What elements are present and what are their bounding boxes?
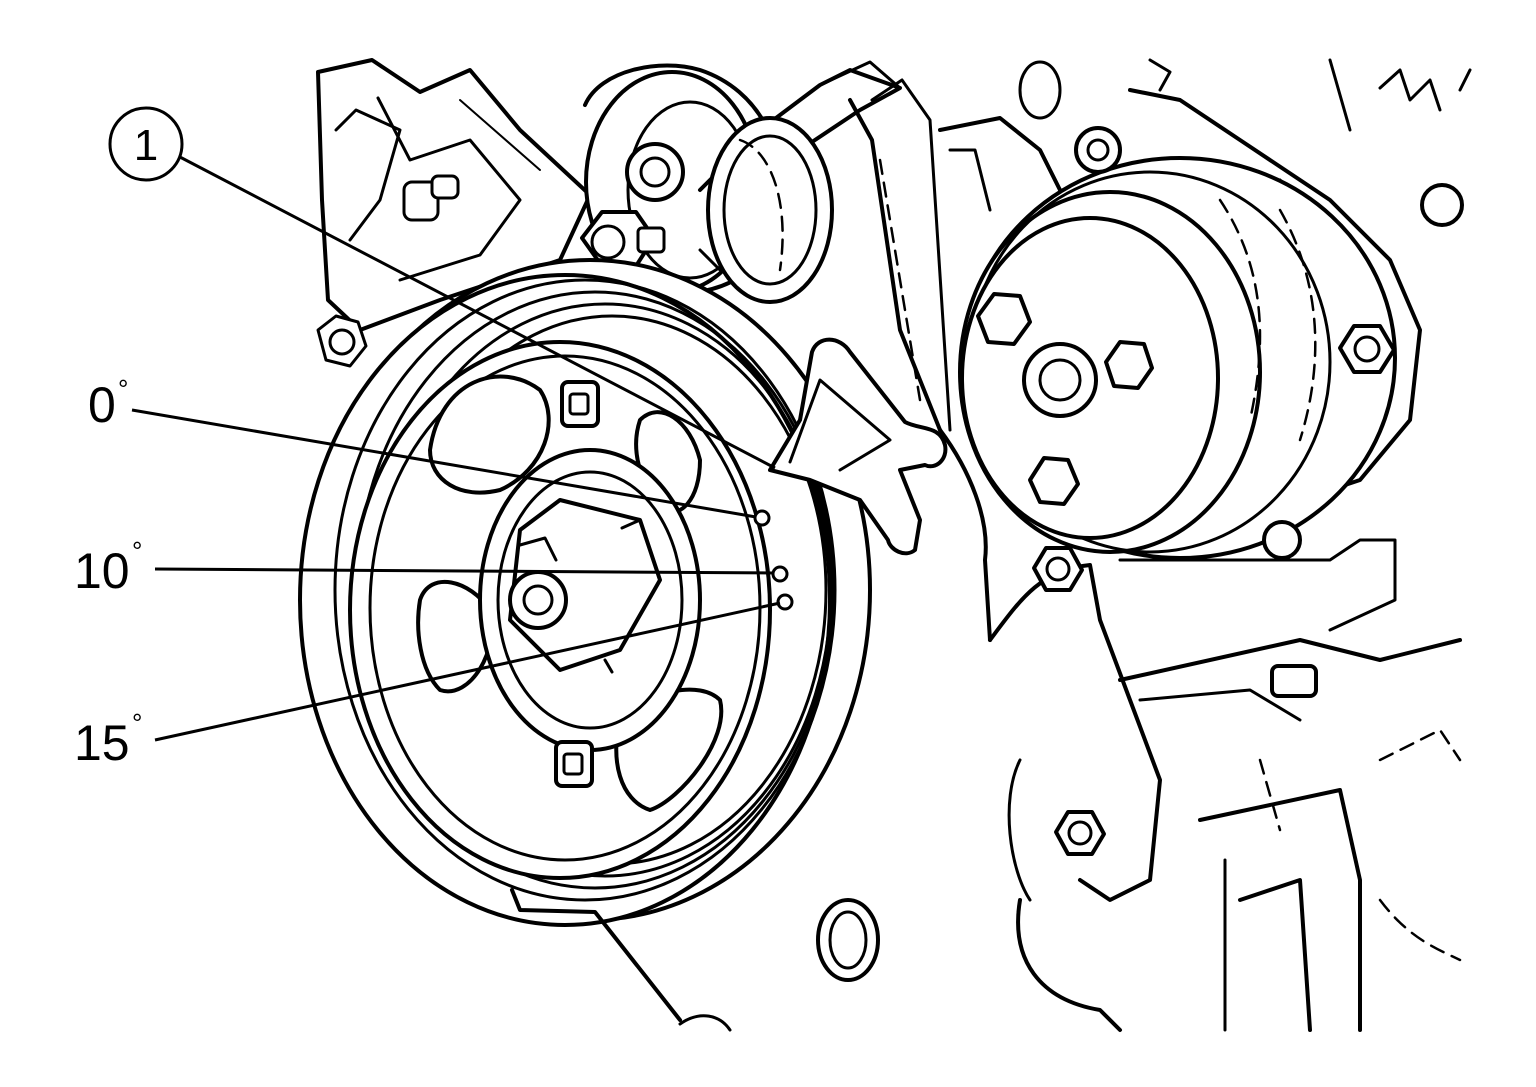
timing-label-0-unit: ° xyxy=(118,374,128,404)
water-pump-pulley xyxy=(958,156,1397,560)
cover-bolt-left xyxy=(316,314,368,368)
pulley-bolt-lower xyxy=(554,740,594,788)
leader-10-degree xyxy=(154,567,775,575)
timing-label-15: 15 ° xyxy=(74,708,142,771)
timing-label-10-value: 10 xyxy=(74,543,130,599)
timing-label-15-value: 15 xyxy=(74,715,130,771)
leader-callout-1 xyxy=(177,154,776,470)
lower-cover-leg xyxy=(510,888,732,1032)
bracket-stud xyxy=(402,174,460,222)
timing-label-0-value: 0 xyxy=(88,377,116,433)
timing-label-0: 0 ° xyxy=(88,374,128,433)
upper-right-detail xyxy=(1328,58,1472,132)
callout-1: 1 xyxy=(108,106,184,182)
timing-label-10: 10 ° xyxy=(74,536,142,599)
timing-label-15-unit: ° xyxy=(132,708,142,738)
idler-pulley xyxy=(706,116,834,304)
leader-lines xyxy=(131,154,781,742)
front-cover-bracket xyxy=(316,58,592,332)
water-pump-bolts xyxy=(976,292,1154,506)
pulley-hub xyxy=(416,374,724,812)
timing-label-10-unit: ° xyxy=(132,536,142,566)
pulley-timing-notches xyxy=(753,509,794,611)
callout-1-number: 1 xyxy=(134,121,158,170)
lower-engine-block xyxy=(988,538,1462,1032)
engine-block-center xyxy=(816,78,992,982)
leader-15-degree xyxy=(154,601,781,742)
lower-block-bolts xyxy=(1032,520,1318,856)
pulley-bolt-upper xyxy=(560,380,600,428)
upper-right-bosses xyxy=(1018,58,1464,227)
leader-0-degree xyxy=(131,408,757,519)
housing-bolt-right xyxy=(1338,324,1396,374)
timing-pointer xyxy=(768,337,948,556)
